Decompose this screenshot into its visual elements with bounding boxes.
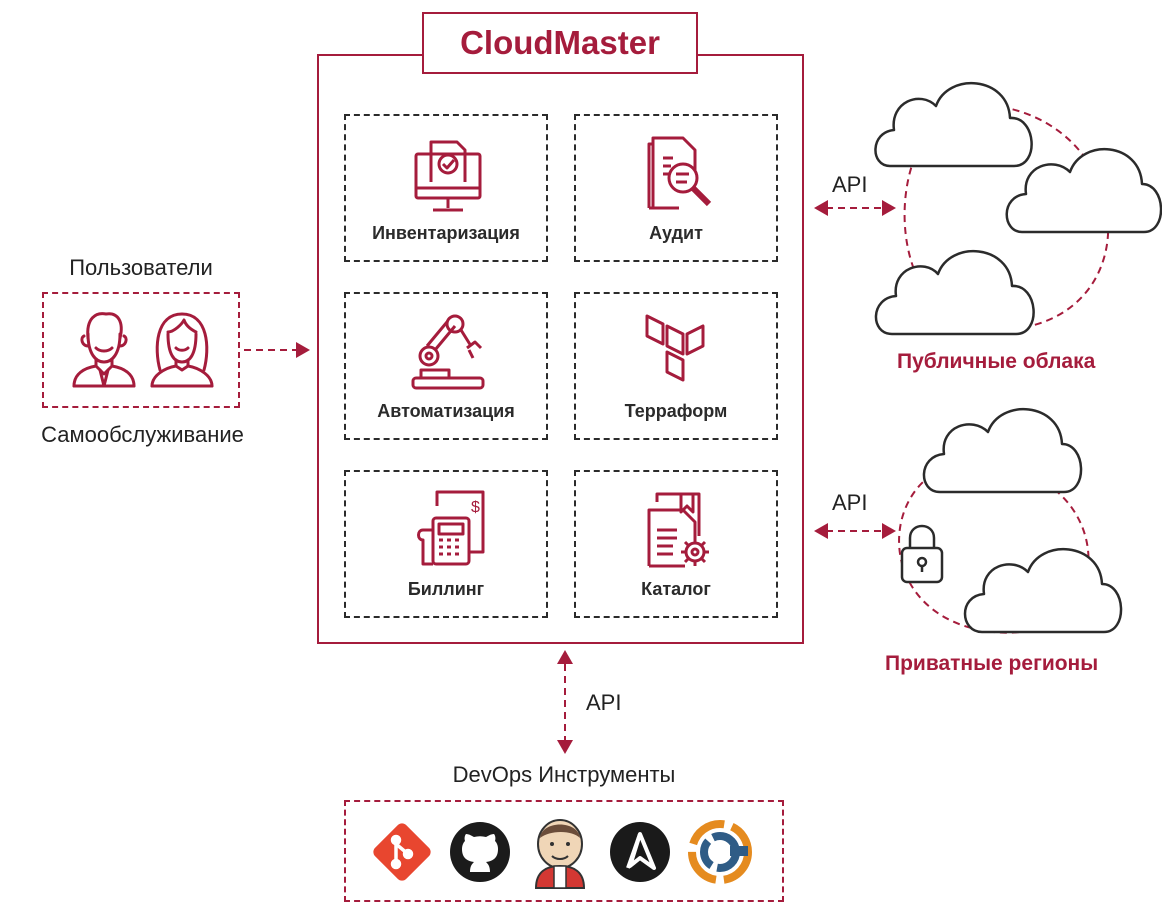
module-terraform[interactable]: Терраформ: [574, 292, 778, 440]
jenkins-icon[interactable]: [528, 816, 592, 889]
devops-api-label: API: [586, 690, 622, 715]
lock-icon: [900, 524, 944, 584]
catalog-gear-icon: [647, 492, 709, 568]
public-clouds-group: [874, 82, 1162, 336]
module-inventory[interactable]: Инвентаризация: [344, 114, 548, 262]
robot-arm-icon: [411, 314, 485, 390]
git-icon[interactable]: [370, 820, 434, 884]
users-caption: Самообслуживание: [41, 422, 244, 447]
github-icon[interactable]: [448, 820, 512, 884]
module-label: Инвентаризация: [372, 223, 520, 243]
terraform-icon: [645, 314, 705, 382]
billing-machine-icon: $: [417, 490, 485, 566]
module-label: Автоматизация: [377, 401, 515, 421]
devops-heading: DevOps Инструменты: [452, 762, 676, 787]
module-label: Терраформ: [624, 401, 728, 421]
module-label: Аудит: [649, 223, 703, 243]
male-user-icon: [72, 312, 136, 388]
devops-tools-box: [344, 800, 784, 902]
module-billing[interactable]: $ Биллинг: [344, 470, 548, 618]
module-catalog[interactable]: Каталог: [574, 470, 778, 618]
private-api-label: API: [832, 490, 868, 515]
module-label: Каталог: [641, 579, 711, 599]
module-label: Биллинг: [407, 579, 485, 599]
cloud-icon: [1005, 148, 1162, 234]
document-search-icon: [647, 136, 712, 210]
cloudmaster-title: CloudMaster: [422, 12, 698, 74]
cloud-icon: [963, 548, 1123, 634]
users-box: [42, 292, 240, 408]
private-clouds-group: [900, 408, 1123, 634]
module-automation[interactable]: Автоматизация: [344, 292, 548, 440]
spinnaker-icon[interactable]: [686, 818, 754, 886]
svg-text:$: $: [471, 499, 480, 516]
cloud-icon: [874, 250, 1035, 336]
female-user-icon: [150, 312, 214, 388]
cloud-icon: [874, 82, 1033, 168]
ansible-icon[interactable]: [608, 820, 672, 884]
public-clouds-label: Публичные облака: [897, 350, 1096, 373]
monitor-check-icon: [414, 140, 482, 212]
private-regions-label: Приватные регионы: [885, 652, 1099, 675]
users-heading: Пользователи: [69, 255, 213, 280]
module-audit[interactable]: Аудит: [574, 114, 778, 262]
cloud-icon: [922, 408, 1083, 494]
public-api-label: API: [832, 172, 868, 197]
